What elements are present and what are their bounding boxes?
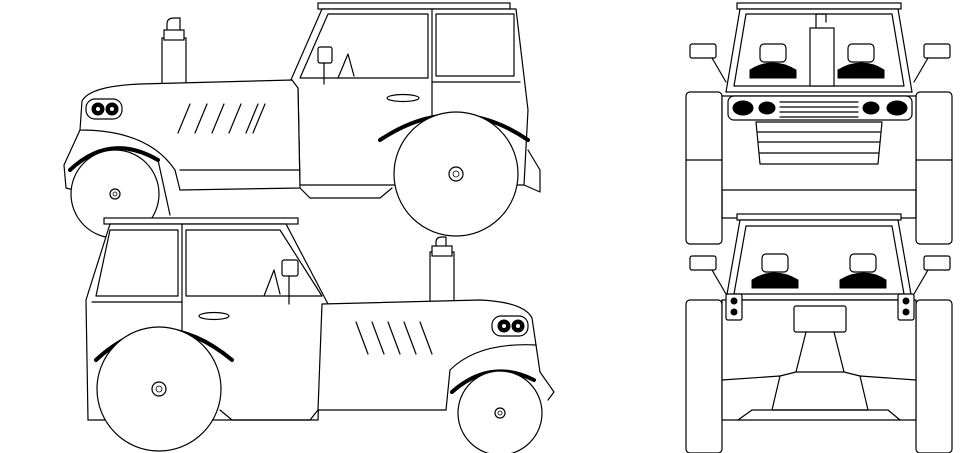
right-wheel: [915, 299, 953, 453]
side-view-right: [85, 217, 555, 453]
rear-wheel: [96, 326, 222, 452]
headlights: [491, 315, 529, 337]
exhaust-stack: [161, 17, 187, 86]
left-wheel: [685, 299, 723, 453]
cab-roof: [317, 2, 511, 10]
tail-lights: [725, 293, 915, 321]
hood: [79, 79, 301, 191]
exhaust-stack: [429, 236, 455, 303]
front-wheel: [457, 370, 543, 453]
hood-louvers: [355, 321, 433, 355]
rear-wheel: [393, 111, 519, 237]
front-view: [685, 2, 953, 245]
side-view-left: [63, 2, 541, 239]
rear-view: [685, 213, 953, 453]
mirrors: [689, 43, 951, 83]
grille: [755, 101, 883, 165]
side-mirror: [263, 259, 299, 305]
cab-roof: [103, 217, 299, 225]
right-wheel: [915, 91, 953, 245]
left-wheel: [685, 91, 723, 245]
headlights: [85, 98, 123, 120]
mirrors: [689, 255, 951, 295]
hood-louvers: [177, 103, 266, 134]
side-mirror: [317, 46, 355, 85]
hood: [317, 299, 537, 411]
license-plate: [793, 305, 847, 333]
